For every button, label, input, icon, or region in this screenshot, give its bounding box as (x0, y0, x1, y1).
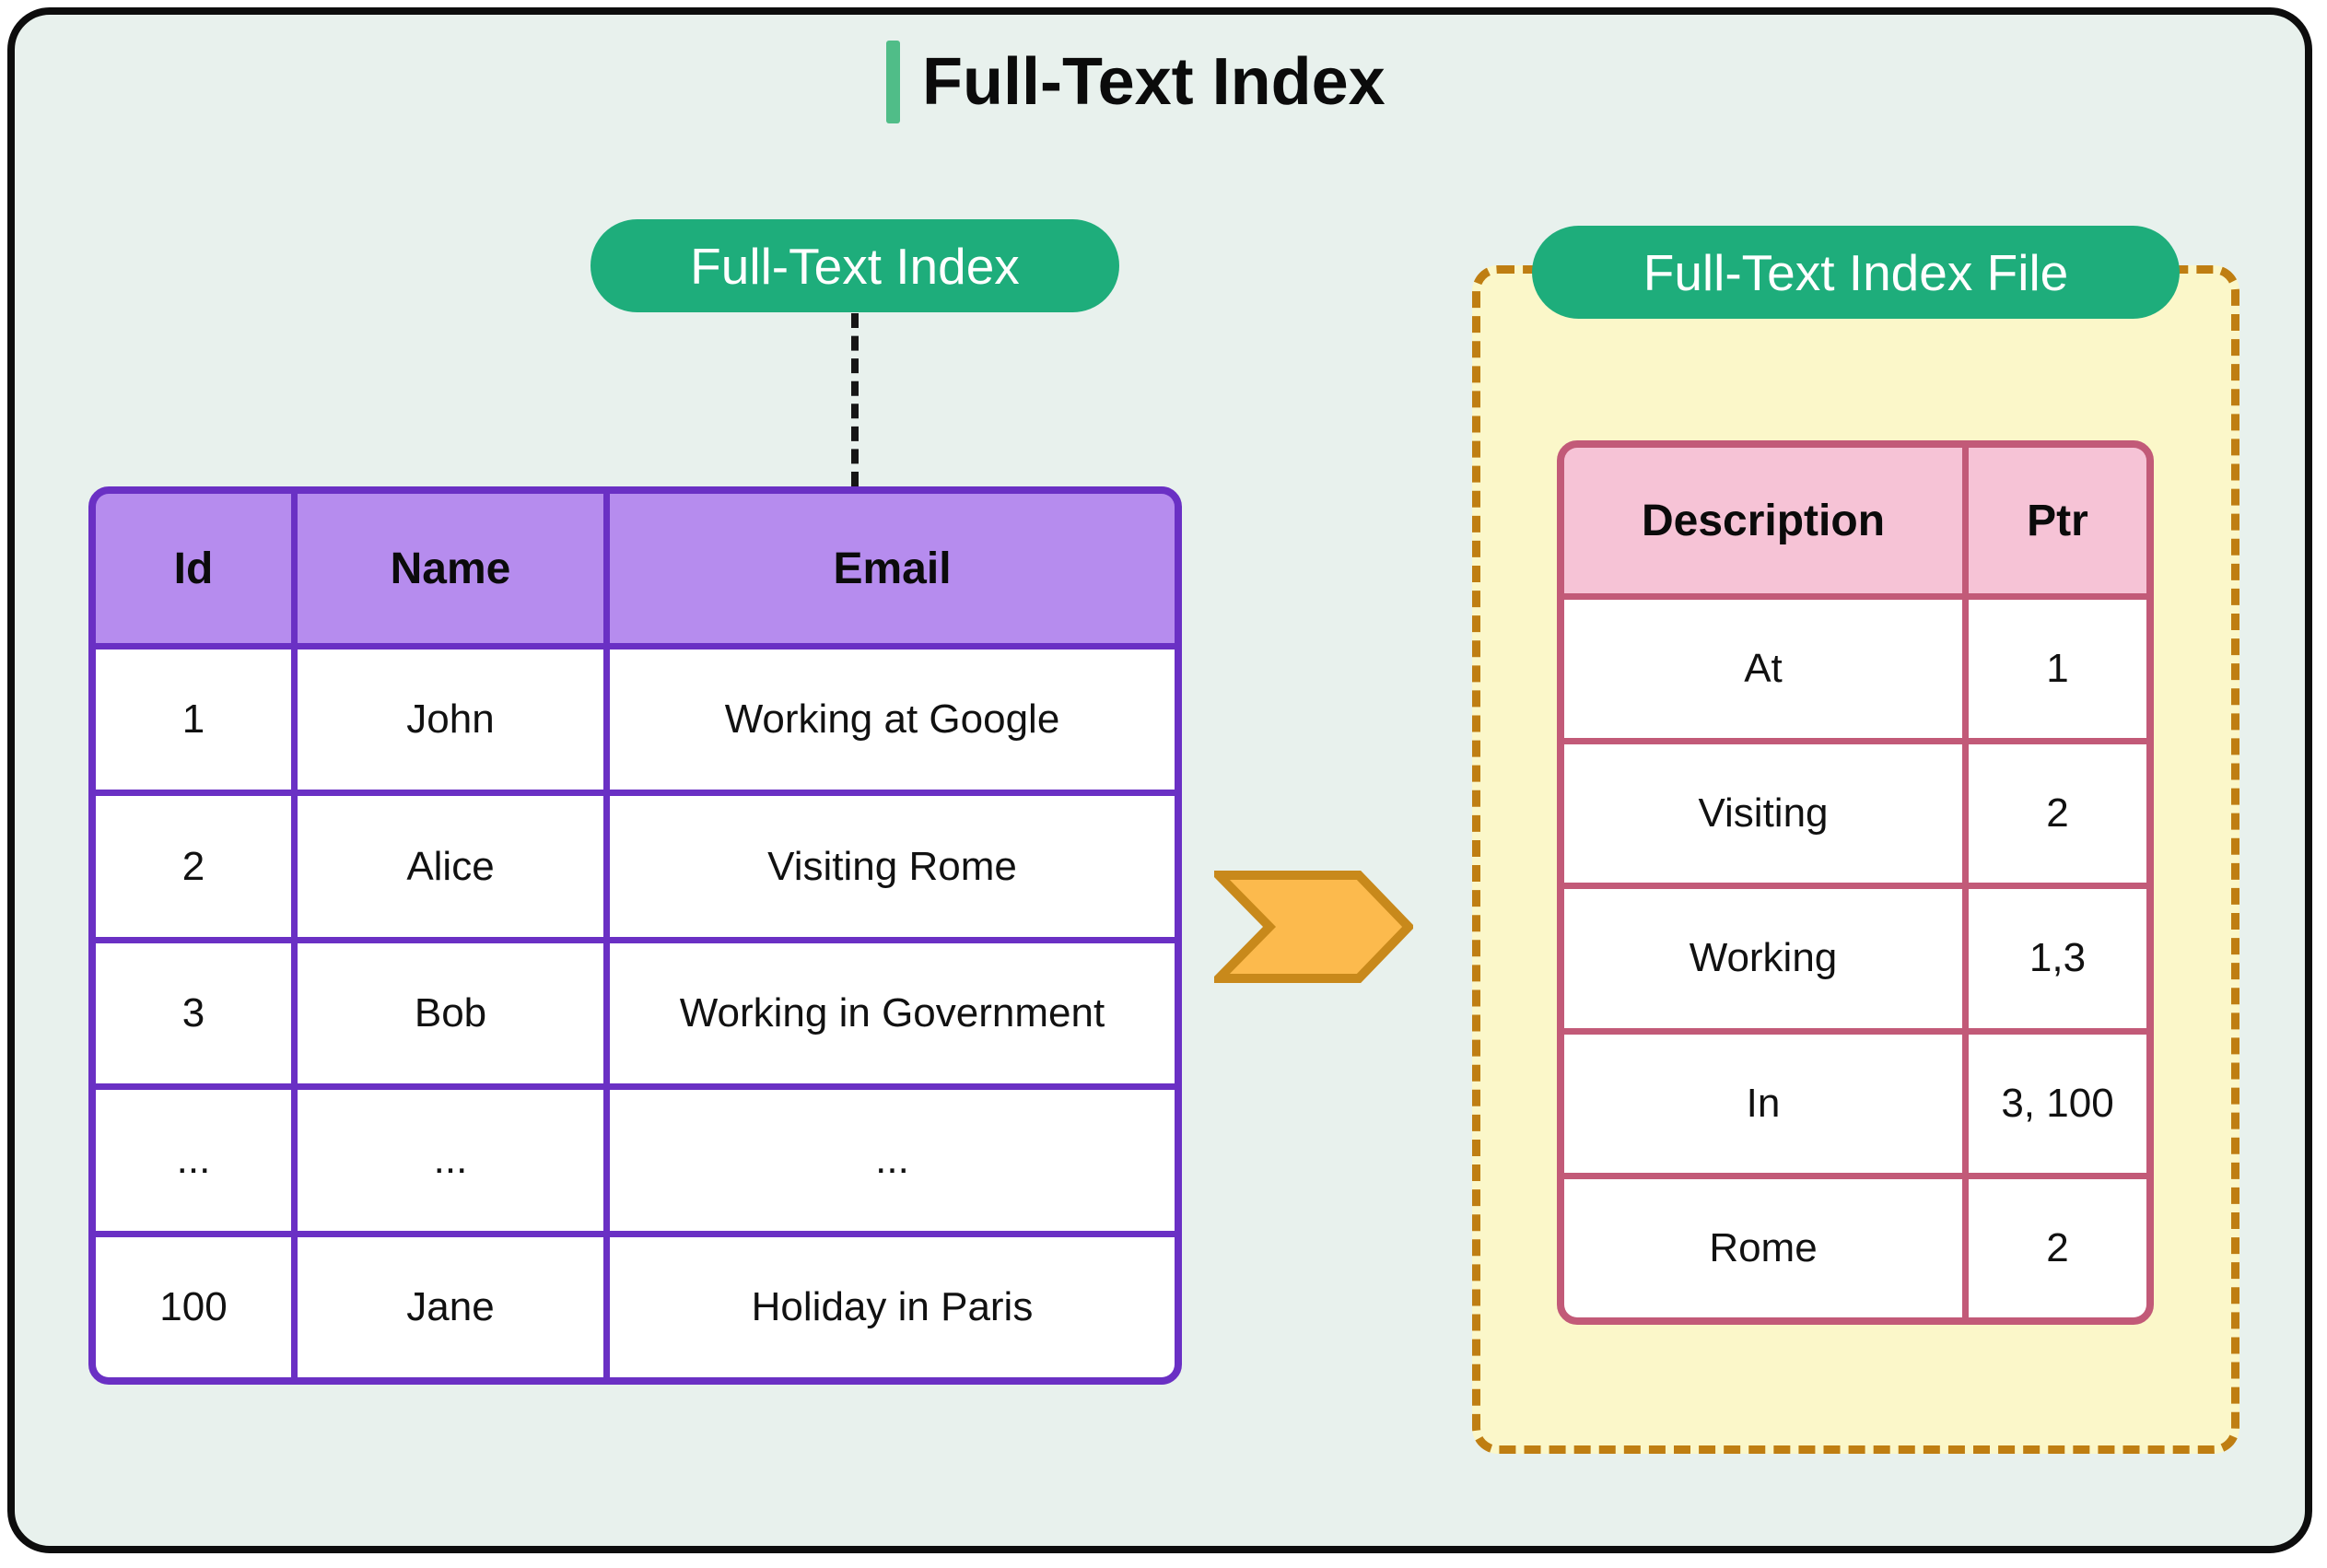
table-cell: John (298, 649, 603, 790)
title-accent-bar (886, 41, 900, 123)
table-cell: ... (96, 1090, 291, 1231)
table-cell: ... (610, 1090, 1175, 1231)
table-cell: ... (298, 1090, 603, 1231)
index-table-header-description: Description (1564, 448, 1962, 593)
users-table: Id Name Email 1 John Working at Google 2… (88, 486, 1182, 1385)
full-text-index-file-pill-label: Full-Text Index File (1643, 243, 2069, 301)
table-cell: In (1564, 1034, 1962, 1173)
table-cell: Holiday in Paris (610, 1236, 1175, 1377)
full-text-index-pill-label: Full-Text Index (690, 237, 1020, 295)
page-title-text: Full-Text Index (922, 45, 1386, 119)
dashed-connector-line (851, 313, 859, 486)
page-title: Full-Text Index (886, 41, 1386, 123)
table-cell: 2 (1969, 1178, 2146, 1317)
table-cell: Jane (298, 1236, 603, 1377)
users-table-header-email: Email (610, 494, 1175, 643)
table-cell: Alice (298, 796, 603, 937)
users-table-header-name: Name (298, 494, 603, 643)
table-cell: 2 (96, 796, 291, 937)
full-text-index-pill: Full-Text Index (591, 219, 1119, 312)
table-cell: 1 (1969, 600, 2146, 739)
users-table-header-id: Id (96, 494, 291, 643)
table-cell: 1 (96, 649, 291, 790)
table-cell: Working in Government (610, 942, 1175, 1084)
table-cell: Visiting Rome (610, 796, 1175, 937)
table-cell: 1,3 (1969, 889, 2146, 1028)
index-table: Description Ptr At 1 Visiting 2 Working … (1557, 440, 2154, 1325)
table-cell: Bob (298, 942, 603, 1084)
table-cell: 3, 100 (1969, 1034, 2146, 1173)
table-cell: Working at Google (610, 649, 1175, 790)
table-cell: At (1564, 600, 1962, 739)
table-cell: Visiting (1564, 744, 1962, 883)
full-text-index-file-pill: Full-Text Index File (1532, 226, 2180, 319)
table-cell: 3 (96, 942, 291, 1084)
table-cell: Rome (1564, 1178, 1962, 1317)
chevron-right-arrow-icon (1214, 871, 1413, 983)
index-table-header-ptr: Ptr (1969, 448, 2146, 593)
table-cell: 100 (96, 1236, 291, 1377)
table-cell: Working (1564, 889, 1962, 1028)
table-cell: 2 (1969, 744, 2146, 883)
